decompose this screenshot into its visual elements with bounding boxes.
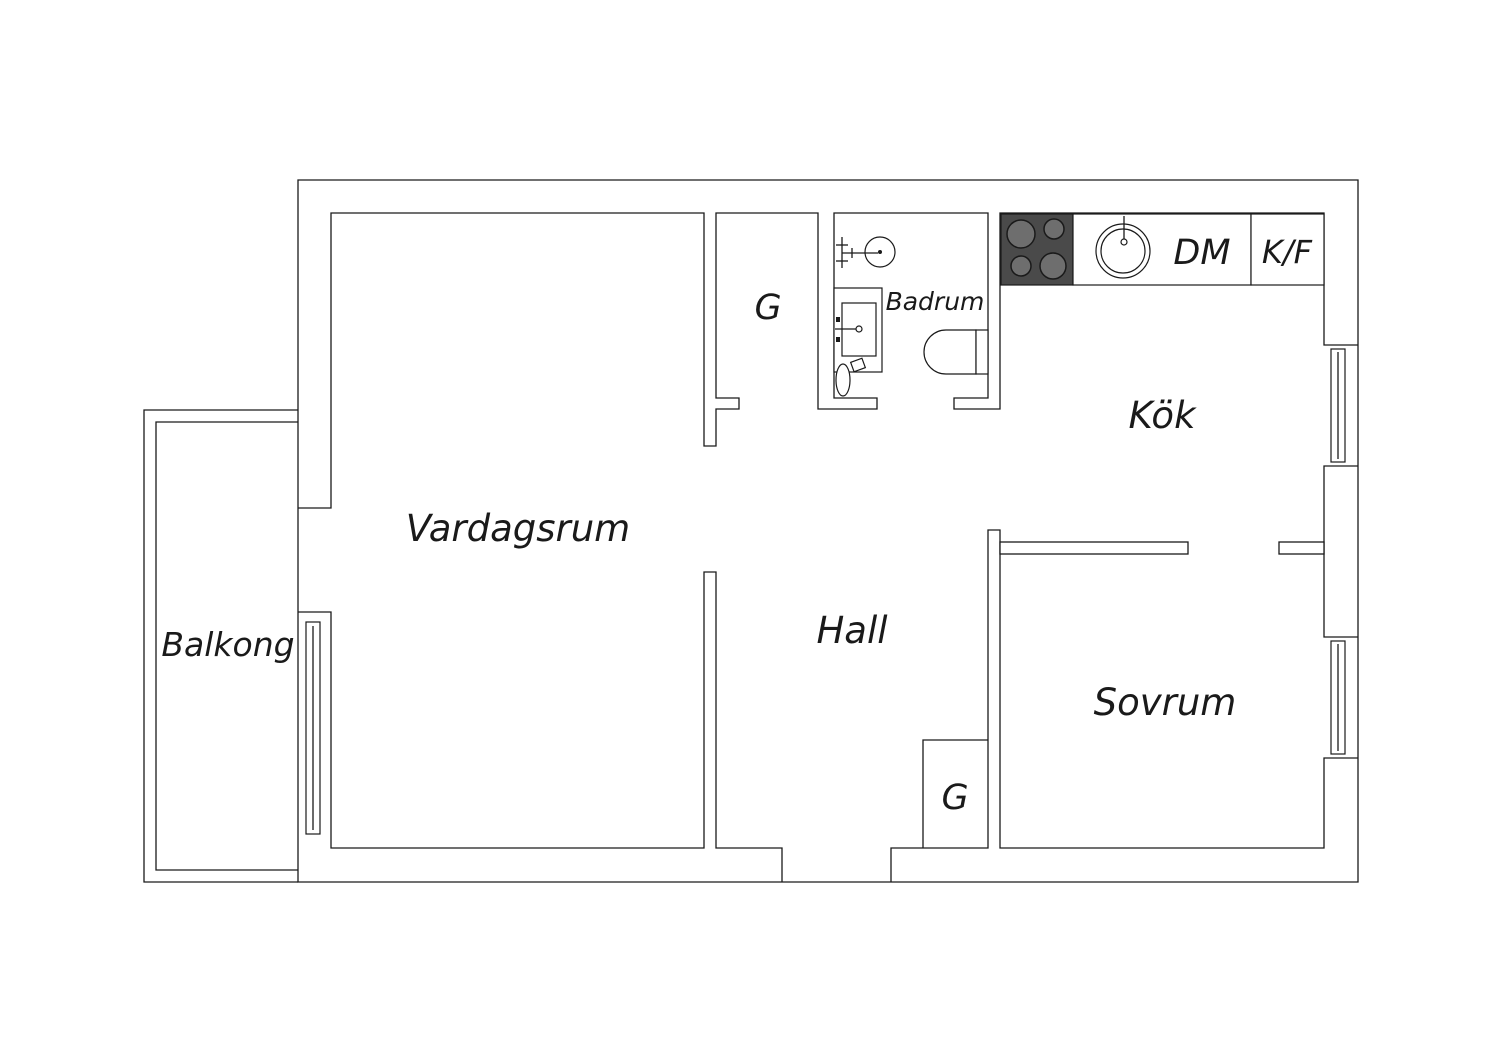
balcony	[143, 409, 298, 883]
kitchen-bedroom-wall-left	[999, 541, 1189, 555]
shower-icon	[836, 236, 896, 268]
room-label-hall: Hall	[816, 609, 888, 652]
burner-icon	[1006, 219, 1036, 249]
sink-icon	[1095, 216, 1151, 279]
room-label-garderob-bottom: G	[941, 778, 968, 818]
washbasin-icon	[833, 287, 883, 373]
burner-icon	[1043, 218, 1065, 240]
fixture-label-fridge-freezer: K/F	[1262, 233, 1313, 271]
room-label-garderob-top: G	[754, 288, 781, 328]
bathroom-fixtures	[833, 236, 989, 397]
room-label-kok: Kök	[1128, 394, 1197, 437]
room-label-sovrum: Sovrum	[1094, 681, 1237, 724]
outer-wall	[297, 179, 1359, 883]
window-kitchen	[1330, 348, 1346, 463]
window-bedroom	[1330, 640, 1346, 755]
room-label-vardagsrum: Vardagsrum	[406, 507, 630, 550]
fixture-label-dishwasher: DM	[1173, 233, 1230, 273]
toilet-paper-icon	[835, 357, 867, 397]
burner-icon	[1010, 255, 1032, 277]
room-label-badrum: Badrum	[886, 287, 985, 316]
closet-hall	[922, 739, 988, 848]
toilet-icon	[923, 329, 989, 375]
kitchen-bedroom-wall-right	[1278, 541, 1325, 555]
window-living-room	[305, 621, 321, 835]
burner-icon	[1039, 252, 1067, 280]
kitchen-counter	[1000, 213, 1325, 286]
room-label-balkong: Balkong	[161, 625, 294, 664]
